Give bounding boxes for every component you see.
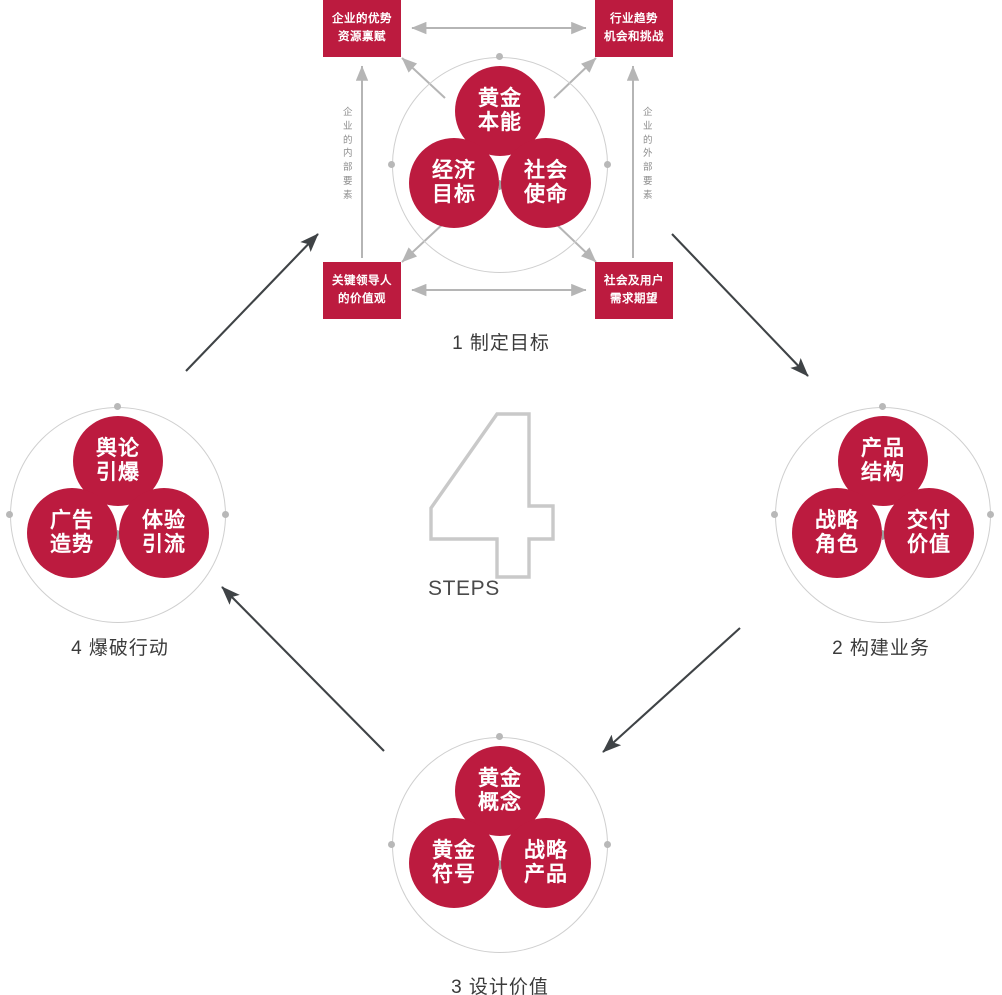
step1-ring-dot-top (496, 53, 503, 60)
step1-bubble-right[interactable]: 社会 使命 (501, 138, 591, 228)
bubble-line-2: 目标 (432, 183, 476, 206)
bubble-line-2: 结构 (861, 461, 905, 484)
step4-ring-dot-top (114, 403, 121, 410)
box-line-1: 社会及用户 (604, 274, 664, 287)
step1-caption: 1 制定目标 (452, 333, 550, 354)
bubble-line-1: 体验 (142, 509, 186, 533)
bubble-line-1: 交付 (907, 509, 951, 533)
step1-box-top-left[interactable]: 企业的优势 资源禀赋 (323, 0, 401, 57)
bubble-line-1: 经济 (432, 159, 476, 183)
step2-caption: 2 构建业务 (832, 638, 930, 659)
flow-arrow-step2-to-step3 (602, 627, 741, 753)
bubble-line-1: 战略 (524, 839, 568, 863)
step2-bubble-left[interactable]: 战略 角色 (792, 488, 882, 578)
box-line-1: 关键领导人 (332, 274, 392, 287)
step1-cluster: 企业的优势 资源禀赋 行业趋势 机会和挑战 关键领导人 的价值观 社会及用户 需… (0, 0, 1002, 360)
step2-ring-dot-left (771, 511, 778, 518)
step1-right-side-label: 企业的外部要素 (642, 107, 653, 201)
bubble-line-1: 舆论 (96, 437, 140, 461)
step3-bubble-right[interactable]: 战略 产品 (501, 818, 591, 908)
step3-caption: 3 设计价值 (451, 977, 549, 995)
bubble-line-2: 概念 (478, 791, 522, 814)
step4-ring-dot-right (222, 511, 229, 518)
bubble-line-2: 造势 (50, 533, 94, 556)
step2-ring-dot-top (879, 403, 886, 410)
step2-bubble-right[interactable]: 交付 价值 (884, 488, 974, 578)
step3-ring-dot-right (604, 841, 611, 848)
step1-ring-dot-right (604, 161, 611, 168)
steps-word-label: STEPS (428, 577, 500, 600)
step1-box-bottom-right[interactable]: 社会及用户 需求期望 (595, 262, 673, 319)
bubble-line-1: 黄金 (478, 767, 522, 791)
step4-cluster: 舆论 引爆 广告 造势 体验 引流 4 爆破行动 (0, 380, 240, 660)
bubble-line-2: 价值 (907, 533, 951, 556)
box-line-2: 需求期望 (610, 292, 658, 305)
step1-left-side-label: 企业的内部要素 (342, 107, 353, 201)
center-numeral-watermark (429, 412, 555, 579)
bubble-line-2: 角色 (815, 533, 859, 556)
step3-bubble-left[interactable]: 黄金 符号 (409, 818, 499, 908)
bubble-line-1: 社会 (524, 159, 568, 183)
bubble-line-2: 符号 (432, 863, 476, 886)
flow-arrow-step3-to-step4 (221, 586, 385, 752)
bubble-line-1: 广告 (50, 509, 94, 533)
step4-caption: 4 爆破行动 (71, 638, 169, 659)
step1-bubble-left[interactable]: 经济 目标 (409, 138, 499, 228)
box-line-1: 行业趋势 (610, 12, 658, 25)
bubble-line-2: 引流 (142, 533, 186, 556)
bubble-line-1: 黄金 (478, 87, 522, 111)
step1-ring-dot-left (388, 161, 395, 168)
step3-ring-dot-top (496, 733, 503, 740)
step1-box-top-right[interactable]: 行业趋势 机会和挑战 (595, 0, 673, 57)
step4-bubble-left[interactable]: 广告 造势 (27, 488, 117, 578)
box-line-2: 资源禀赋 (338, 30, 386, 43)
bubble-line-2: 引爆 (96, 461, 140, 484)
step3-ring-dot-left (388, 841, 395, 848)
bubble-line-2: 产品 (524, 863, 568, 886)
step1-box-bottom-left[interactable]: 关键领导人 的价值观 (323, 262, 401, 319)
bubble-line-2: 本能 (478, 111, 522, 134)
step4-ring-dot-left (6, 511, 13, 518)
bubble-line-1: 产品 (861, 437, 905, 461)
step3-cluster: 黄金 概念 黄金 符号 战略 产品 3 设计价值 (380, 710, 620, 995)
step4-bubble-right[interactable]: 体验 引流 (119, 488, 209, 578)
bubble-line-1: 战略 (815, 509, 859, 533)
step2-ring-dot-right (987, 511, 994, 518)
box-line-2: 的价值观 (338, 292, 386, 305)
box-line-2: 机会和挑战 (604, 30, 664, 43)
step2-cluster: 产品 结构 战略 角色 交付 价值 2 构建业务 (760, 380, 1002, 660)
bubble-line-1: 黄金 (432, 839, 476, 863)
box-line-1: 企业的优势 (332, 12, 392, 25)
bubble-line-2: 使命 (524, 183, 568, 206)
